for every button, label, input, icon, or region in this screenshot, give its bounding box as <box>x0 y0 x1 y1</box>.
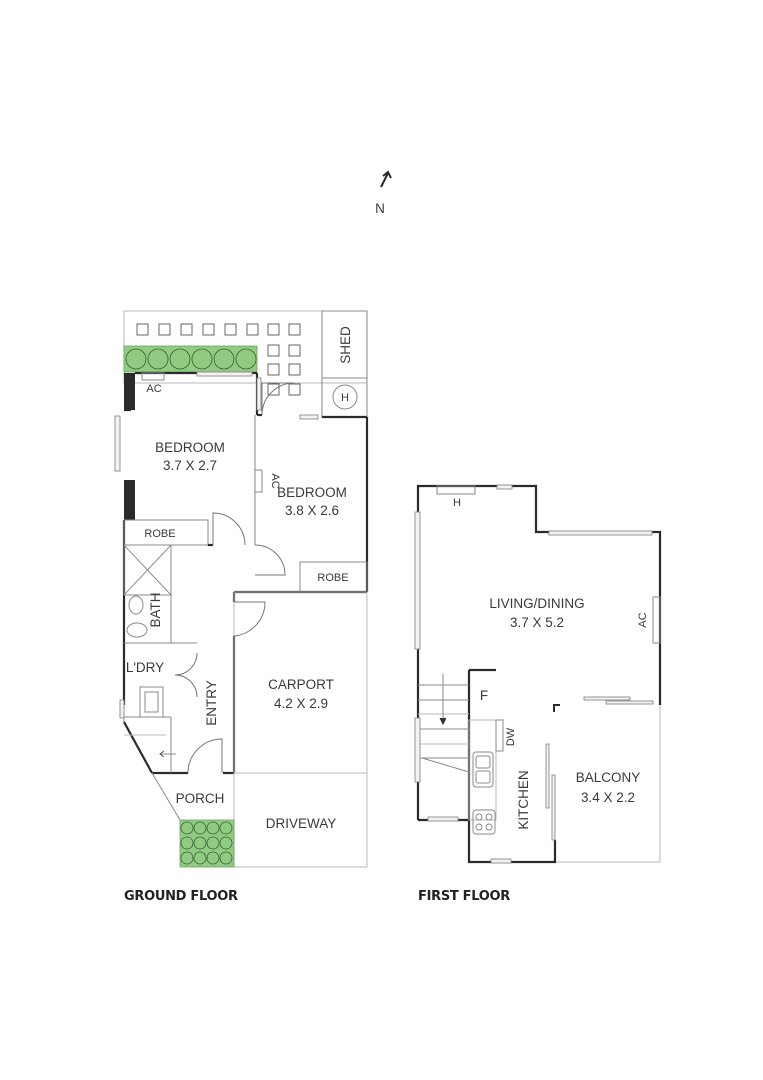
ac-label-2: AC <box>269 473 281 488</box>
carport-size: 4.2 X 2.9 <box>274 696 328 711</box>
window <box>548 530 653 536</box>
driveway-label: DRIVEWAY <box>266 816 337 831</box>
north-arrow-icon <box>380 170 392 188</box>
bedroom1-label: BEDROOM <box>155 440 225 455</box>
fridge-label: F <box>480 688 488 703</box>
toilet <box>126 622 148 638</box>
robe-2-label: ROBE <box>317 572 348 584</box>
window <box>427 816 459 822</box>
north-label: N <box>375 201 385 216</box>
wall-pier <box>124 480 135 520</box>
window <box>299 414 319 420</box>
dishwasher <box>495 719 504 752</box>
window <box>414 717 421 783</box>
window <box>114 415 121 472</box>
bedroom2-size: 3.8 X 2.6 <box>285 503 339 518</box>
ac-unit <box>254 469 263 493</box>
heater <box>436 485 476 495</box>
ac-unit <box>141 372 165 381</box>
balcony-size: 3.4 X 2.2 <box>581 790 635 805</box>
compass: N <box>375 170 392 216</box>
ac-unit <box>652 596 661 644</box>
window <box>496 484 513 490</box>
window <box>490 858 512 864</box>
door-bedroom2[interactable] <box>254 544 286 576</box>
window <box>256 377 262 411</box>
kitchen-label: KITCHEN <box>516 770 531 829</box>
basin <box>128 595 144 615</box>
dishwasher-label: DW <box>505 727 517 746</box>
robe-1-label: ROBE <box>144 528 175 540</box>
living-label: LIVING/DINING <box>489 596 584 611</box>
ac-label-1: AC <box>146 383 161 395</box>
heater-label: H <box>453 497 461 509</box>
porch-label: PORCH <box>176 791 225 806</box>
cooktop <box>472 809 496 835</box>
balcony-label: BALCONY <box>576 770 641 785</box>
door-carport[interactable] <box>233 601 266 637</box>
bath-label: BATH <box>148 592 163 627</box>
bedroom1-size: 3.7 X 2.7 <box>163 458 217 473</box>
bedroom2-label: BEDROOM <box>277 485 347 500</box>
sliding-door[interactable] <box>551 774 556 841</box>
pavers <box>136 323 301 396</box>
hot-water-label: H <box>341 392 349 404</box>
first-floor-title: FIRST FLOOR <box>418 889 510 904</box>
sliding-door[interactable] <box>545 743 550 809</box>
window <box>119 699 125 719</box>
laundry-label: L'DRY <box>126 660 164 675</box>
living-size: 3.7 X 5.2 <box>510 615 564 630</box>
wall-pier <box>124 373 135 410</box>
shed-label: SHED <box>338 326 353 364</box>
ac-label-first: AC <box>637 612 649 627</box>
entry-label: ENTRY <box>204 680 219 726</box>
door-bedroom1[interactable] <box>212 512 246 546</box>
door-rear[interactable] <box>261 382 295 416</box>
hot-water-unit <box>332 384 358 410</box>
kitchen-bench <box>468 719 497 821</box>
garden-bed-rear <box>123 345 258 373</box>
door-laundry[interactable] <box>174 652 198 698</box>
ground-floor-title: GROUND FLOOR <box>124 889 238 904</box>
window <box>196 371 253 377</box>
carport-label: CARPORT <box>268 677 334 692</box>
sink <box>472 751 494 788</box>
first-floor-plan: DW F H AC LIVING/DINING 3.7 X 5.2 KITCHE… <box>414 484 662 904</box>
window <box>414 511 421 650</box>
door-entry[interactable] <box>187 738 223 774</box>
ground-floor-plan: SHED H ROBE ROBE <box>114 310 369 904</box>
staircase <box>418 674 470 773</box>
sliding-door[interactable] <box>583 696 631 701</box>
sliding-door[interactable] <box>605 700 654 705</box>
garden-bed-front <box>179 819 235 868</box>
